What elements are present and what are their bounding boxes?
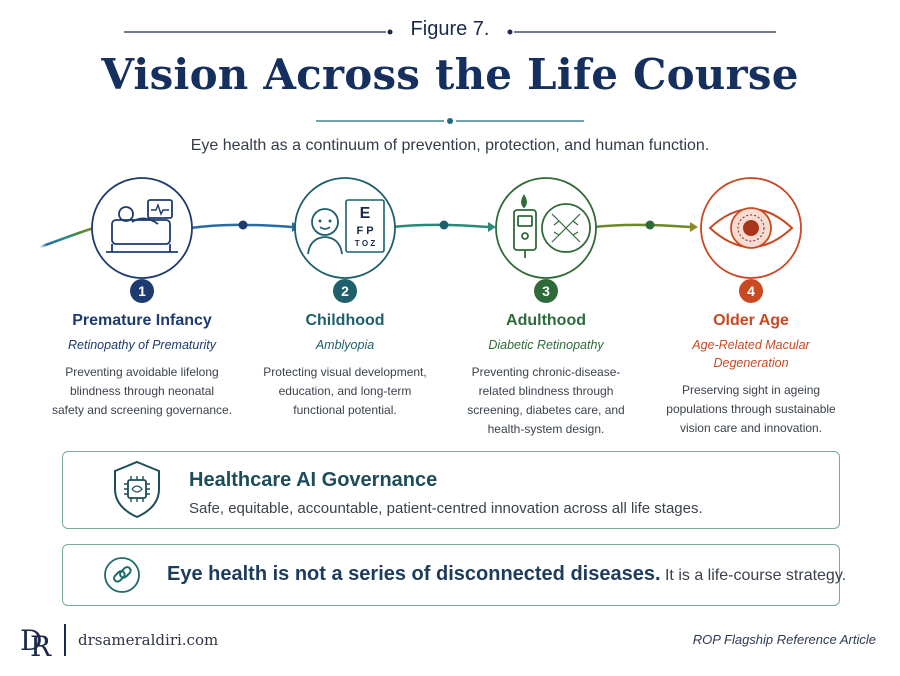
desc-line: Preserving sight in ageing (681, 383, 821, 397)
stage-3-badge: 3 (534, 279, 558, 303)
timeline-dot (238, 220, 248, 230)
stage-condition: Retinopathy of Prematurity (68, 338, 216, 352)
incubator-icon (106, 199, 178, 253)
governance-text: Safe, equitable, accountable, patient-ce… (189, 500, 703, 517)
arrow-2 (488, 222, 496, 232)
governance-panel: Healthcare AI Governance Safe, equitable… (62, 451, 840, 529)
desc-line: education, and long-term (278, 384, 412, 398)
svg-text:R: R (30, 630, 52, 658)
desc-line: vision care and innovation. (679, 421, 823, 435)
life-course-timeline: E F P T O Z (39, 177, 802, 279)
desc-line: Preventing chronic-disease- (471, 365, 621, 379)
link-icon (104, 557, 140, 593)
eye-chart-row-3: T O Z (355, 239, 376, 248)
desc-line: Protecting visual development, (263, 365, 427, 379)
stage-condition: Diabetic Retinopathy (488, 338, 604, 352)
stage-name: Childhood (305, 312, 385, 329)
desc-line: Preventing avoidable lifelong (65, 365, 219, 379)
glucometer-retina-icon (513, 194, 591, 258)
governance-title: Healthcare AI Governance (189, 469, 438, 491)
figure-label: Figure 7. (410, 18, 490, 40)
child-eye-chart-icon: E F P T O Z (307, 199, 385, 255)
timeline-dot (645, 220, 655, 230)
stage-description: Protecting visual development, education… (245, 363, 445, 420)
svg-text:D: D (20, 624, 42, 657)
stage-name: Older Age (713, 312, 789, 329)
desc-line: health-system design. (487, 422, 605, 436)
monogram-logo: D R (18, 620, 52, 663)
eye-chart-row-1: E (360, 205, 371, 222)
stage-adulthood: Adulthood Diabetic Retinopathy Preventin… (446, 306, 646, 439)
stage-name: Adulthood (506, 312, 586, 329)
stage-2-badge: 2 (333, 279, 357, 303)
stage-older-age: Older Age Age-Related Macular Degenerati… (651, 306, 851, 438)
desc-line: functional potential. (293, 403, 397, 417)
key-message-panel: Eye health is not a series of disconnect… (62, 544, 846, 606)
page-title: Vision Across the Life Course (101, 50, 799, 99)
stage-description: Preventing chronic-disease- related blin… (446, 363, 646, 439)
desc-line: related blindness through (478, 384, 614, 398)
stage-1-badge: 1 (130, 279, 154, 303)
eye-macula-icon (708, 207, 794, 249)
stage-description: Preventing avoidable lifelong blindness … (42, 363, 242, 420)
header-decorations (124, 29, 776, 124)
timeline-dot (439, 220, 449, 230)
condition-line: Age-Related Macular (692, 338, 810, 352)
desc-line: screening, diabetes care, and (467, 403, 625, 417)
page-subtitle: Eye health as a continuum of prevention,… (190, 137, 710, 154)
desc-line: blindness through neonatal (69, 384, 215, 398)
key-message-soft: It is a life-course strategy. (664, 567, 847, 584)
key-message: Eye health is not a series of disconnect… (167, 563, 846, 586)
stage-description: Preserving sight in ageing populations t… (651, 381, 851, 438)
stage-condition: Age-Related Macular Degeneration (651, 336, 851, 372)
stage-1-circle (91, 177, 193, 279)
desc-line: safety and screening governance. (51, 403, 233, 417)
site-link[interactable]: drsameraldiri.com (78, 631, 219, 649)
stage-name: Premature Infancy (72, 312, 212, 329)
stage-childhood: Childhood Amblyopia Protecting visual de… (245, 306, 445, 420)
stage-4-badge: 4 (739, 279, 763, 303)
stage-3-circle (495, 177, 597, 279)
reference-note: ROP Flagship Reference Article (692, 632, 876, 647)
footer-divider (64, 624, 66, 656)
stage-premature-infancy: Premature Infancy Retinopathy of Prematu… (42, 306, 242, 420)
stage-condition: Amblyopia (315, 338, 375, 352)
condition-line: Degeneration (713, 356, 789, 370)
arrow-3 (690, 222, 698, 232)
desc-line: populations through sustainable (666, 402, 836, 416)
eye-chart-row-2: F P (356, 225, 373, 237)
shield-chip-icon (114, 460, 160, 519)
key-message-strong: Eye health is not a series of disconnect… (167, 563, 661, 585)
